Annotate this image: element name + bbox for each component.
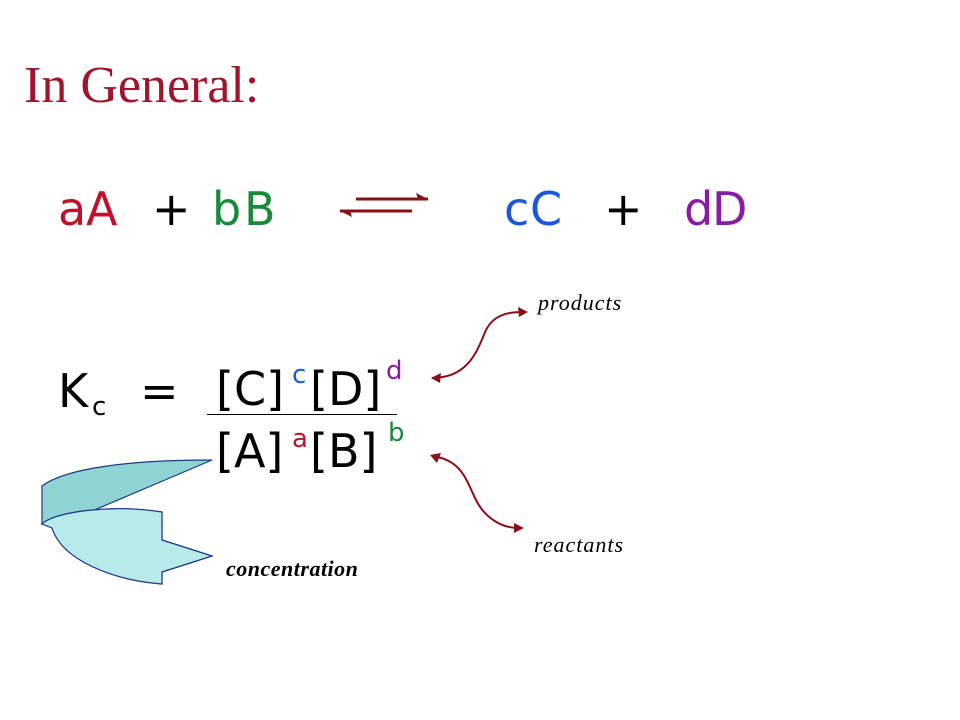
denominator-B-exponent: b [388,418,405,448]
reactants-label: reactants [534,532,625,557]
reactants-arrowhead-left-icon [430,453,441,463]
coef-b: b [212,182,242,236]
denominator-B: [B] [310,424,378,478]
coef-a: a [58,182,87,236]
species-B: B [244,182,276,236]
numerator-C: [C] [216,362,285,416]
plus-sign-right: + [604,182,643,236]
fraction-bar [207,414,397,415]
denominator-A-exponent: a [292,424,308,454]
plus-sign-left: + [152,182,191,236]
concentration-label: concentration [226,556,359,581]
products-pointer-curve [431,311,523,379]
products-arrowhead-right-icon [518,307,528,317]
species-D: D [712,182,748,236]
k-symbol: K [58,364,89,418]
species-A: A [86,182,118,236]
numerator-D-exponent: d [386,356,403,386]
equals-sign: = [140,364,179,418]
k-subscript: c [92,392,107,422]
reactants-pointer-curve [431,455,519,529]
products-label: products [538,290,623,315]
coef-d: d [684,182,714,236]
denominator-A: [A] [216,424,284,478]
reactants-arrowhead-right-icon [514,523,524,533]
numerator-D: [D] [310,362,382,416]
slide-title: In General: [24,57,260,114]
coef-c: c [504,182,530,236]
numerator-C-exponent: c [292,360,307,390]
species-C: C [530,182,563,236]
products-arrowhead-left-icon [431,373,441,383]
